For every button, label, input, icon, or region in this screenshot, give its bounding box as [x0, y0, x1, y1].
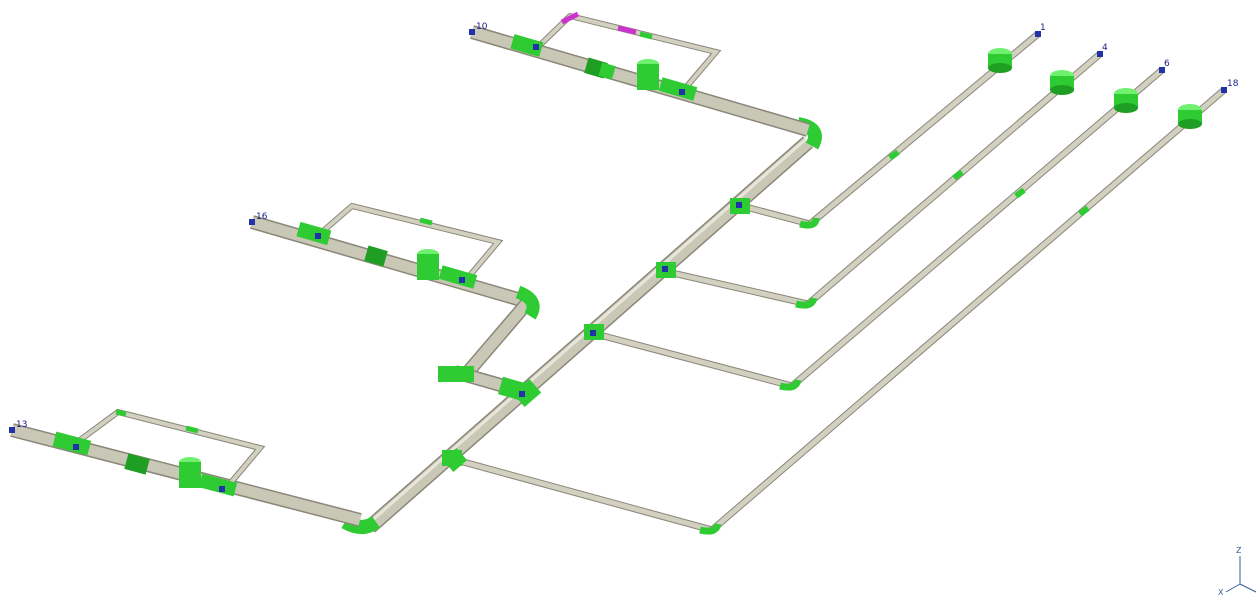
node-label-6: 6 [1164, 59, 1170, 69]
node-marker[interactable] [1159, 67, 1165, 73]
tee-fittings [442, 378, 542, 472]
node-marker[interactable] [1097, 51, 1103, 57]
lateral-1[interactable]: 1 [730, 23, 1046, 229]
axis-x-label: X [1218, 588, 1224, 597]
axis-triad: Z X [1218, 546, 1257, 597]
lateral-4[interactable]: 4 [656, 43, 1108, 309]
branch-middle[interactable]: 16 [249, 202, 540, 402]
node-label-10: 10 [476, 22, 488, 32]
node-label-18: 18 [1227, 79, 1239, 89]
node-label-1: 1 [1040, 23, 1046, 33]
node-label-16: 16 [256, 212, 268, 222]
axis-z-label: Z [1236, 546, 1242, 555]
branch-top[interactable]: 10 [469, 11, 810, 137]
lateral-6[interactable]: 6 [584, 59, 1170, 391]
node-marker[interactable] [249, 219, 255, 225]
node-label-4: 4 [1102, 43, 1108, 53]
node-marker[interactable] [1035, 31, 1041, 37]
lateral-18[interactable]: 18 [442, 79, 1239, 535]
node-label-13: 13 [16, 420, 27, 430]
node-marker[interactable] [9, 427, 15, 433]
node-marker[interactable] [1221, 87, 1227, 93]
node-marker[interactable] [469, 29, 475, 35]
branch-bottom-left[interactable]: 13 [9, 408, 362, 527]
